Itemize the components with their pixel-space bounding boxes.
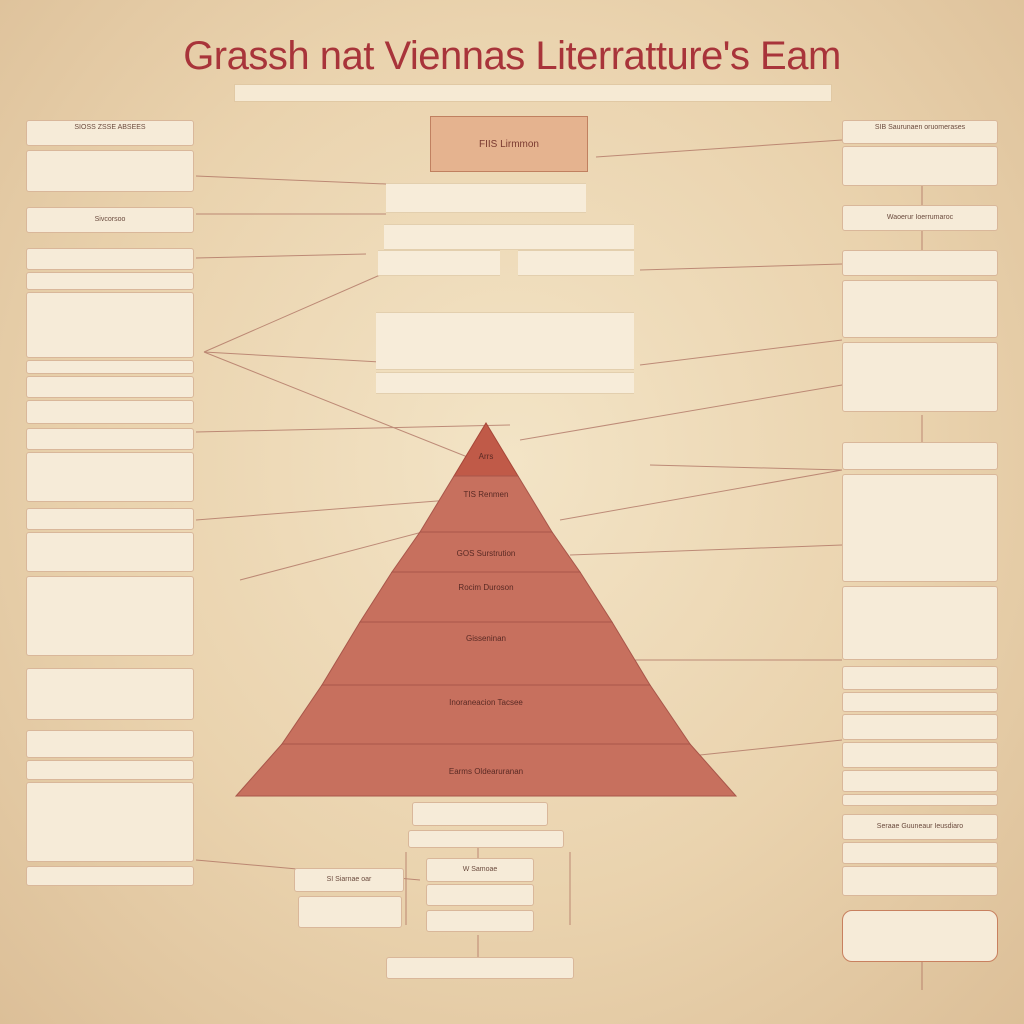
left-box-10 bbox=[26, 428, 194, 450]
left-box-11 bbox=[26, 452, 194, 502]
left-box-1: SIOSS ZSSE ABSEES bbox=[26, 120, 194, 146]
left-box-7 bbox=[26, 360, 194, 374]
left-box-18 bbox=[26, 782, 194, 862]
right-box-18 bbox=[842, 866, 998, 896]
bottom-box-1: W Samoae bbox=[426, 858, 534, 882]
right-box-15 bbox=[842, 794, 998, 806]
right-box-1-title: SIB Saurunaen oruomerases bbox=[874, 124, 966, 131]
tier-label-1: Arrs bbox=[478, 452, 494, 461]
left-box-5 bbox=[26, 272, 194, 290]
right-box-12 bbox=[842, 714, 998, 740]
left-box-19 bbox=[26, 866, 194, 886]
center-band-4 bbox=[518, 250, 634, 276]
bottom-box-2-label: SI Siarnae oar bbox=[326, 876, 372, 883]
tier-label-5: Gisseninan bbox=[465, 634, 507, 643]
right-box-2 bbox=[842, 146, 998, 186]
bottom-box-1-label: W Samoae bbox=[462, 866, 498, 873]
right-box-6 bbox=[842, 342, 998, 412]
center-band-2 bbox=[384, 224, 634, 250]
pyramid-tier-4 bbox=[359, 571, 613, 623]
tier-label-3: GOS Surstrution bbox=[456, 549, 516, 558]
left-box-17 bbox=[26, 760, 194, 780]
right-box-19 bbox=[842, 910, 998, 962]
left-box-2 bbox=[26, 150, 194, 192]
bottom-box-4 bbox=[386, 957, 574, 979]
right-box-5 bbox=[842, 280, 998, 338]
left-box-12 bbox=[26, 508, 194, 530]
bottom-box-3 bbox=[298, 896, 402, 928]
tier-label-2: TIS Renmen bbox=[463, 490, 509, 499]
left-box-1-title: SIOSS ZSSE ABSEES bbox=[74, 124, 146, 131]
right-box-3-title: Waoerur Ioerrumaroc bbox=[886, 214, 954, 221]
right-box-16-title: Seraae Guuneaur Ieusdiaro bbox=[876, 823, 964, 830]
center-band-6 bbox=[376, 372, 634, 394]
left-box-8 bbox=[26, 376, 194, 398]
right-box-16: Seraae Guuneaur Ieusdiaro bbox=[842, 814, 998, 840]
subtitle-bar bbox=[234, 84, 832, 102]
right-box-7 bbox=[842, 442, 998, 470]
right-box-9 bbox=[842, 586, 998, 660]
left-box-4 bbox=[26, 248, 194, 270]
right-box-14 bbox=[842, 770, 998, 792]
left-box-3: Sivcorsoo bbox=[26, 207, 194, 233]
tier-label-6: Inoraneacion Tacsee bbox=[449, 698, 523, 707]
bottom-box-2: SI Siarnae oar bbox=[294, 868, 404, 892]
tier-label-4: Rocim Duroson bbox=[458, 583, 514, 592]
right-box-4 bbox=[842, 250, 998, 276]
left-box-3-title: Sivcorsoo bbox=[94, 216, 126, 223]
center-band-1 bbox=[386, 183, 586, 213]
pyramid-tier-6 bbox=[281, 684, 691, 745]
right-box-10 bbox=[842, 666, 998, 690]
pyramid-tier-2 bbox=[419, 475, 553, 533]
left-box-9 bbox=[26, 400, 194, 424]
left-box-16 bbox=[26, 730, 194, 758]
pyramid-tier-1 bbox=[453, 422, 519, 477]
pyramid-tier-7 bbox=[234, 743, 738, 797]
right-box-3: Waoerur Ioerrumaroc bbox=[842, 205, 998, 231]
bottom-box-b bbox=[408, 830, 564, 848]
left-box-14 bbox=[26, 576, 194, 656]
right-box-1: SIB Saurunaen oruomerases bbox=[842, 120, 998, 144]
center-title-box: FIIS Lirmmon bbox=[430, 116, 588, 172]
left-box-6 bbox=[26, 292, 194, 358]
right-box-8 bbox=[842, 474, 998, 582]
center-band-3 bbox=[378, 250, 500, 276]
page-title: Grassh nat Viennas Literratture's Eam bbox=[183, 34, 841, 78]
center-band-5 bbox=[376, 312, 634, 370]
bottom-box-d bbox=[426, 910, 534, 932]
bottom-box-c bbox=[426, 884, 534, 906]
tier-label-7: Earms Oldearuranan bbox=[448, 767, 524, 776]
left-box-13 bbox=[26, 532, 194, 572]
right-box-17 bbox=[842, 842, 998, 864]
bottom-box-a bbox=[412, 802, 548, 826]
pyramid-tier-5 bbox=[321, 621, 651, 686]
right-box-11 bbox=[842, 692, 998, 712]
right-box-13 bbox=[842, 742, 998, 768]
left-box-15 bbox=[26, 668, 194, 720]
